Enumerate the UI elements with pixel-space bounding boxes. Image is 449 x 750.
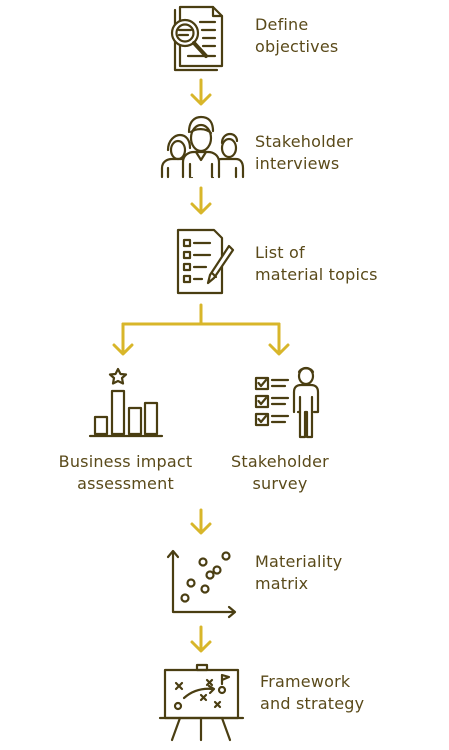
- step-label-framework-and-strategy: Framework and strategy: [260, 671, 364, 715]
- step-label-line: matrix: [255, 574, 309, 593]
- bar-chart-star-icon: [88, 367, 164, 438]
- arrow-4: [190, 625, 212, 653]
- step-label-line: interviews: [255, 154, 340, 173]
- step-label-line: Materiality: [255, 552, 343, 571]
- arrow-1: [190, 78, 212, 106]
- people-group-icon: [160, 115, 245, 179]
- step-label-line: Framework: [260, 672, 351, 691]
- branch-arrow: [112, 303, 290, 356]
- step-label-business-impact-assessment: Business impact assessment: [48, 451, 203, 495]
- step-label-line: and strategy: [260, 694, 365, 713]
- step-label-list-of-material-topics: List of material topics: [255, 242, 378, 286]
- step-label-line: assessment: [77, 474, 174, 493]
- arrow-3: [190, 508, 212, 535]
- step-label-line: Stakeholder: [231, 452, 329, 471]
- document-magnifier-icon: [170, 5, 224, 72]
- step-label-stakeholder-interviews: Stakeholder interviews: [255, 131, 353, 175]
- step-label-stakeholder-survey: Stakeholder survey: [220, 451, 340, 495]
- scatter-plot-icon: [166, 549, 237, 619]
- step-label-line: objectives: [255, 37, 339, 56]
- checklist-pencil-icon: [176, 228, 235, 295]
- survey-person-icon: [254, 366, 320, 439]
- step-label-line: Stakeholder: [255, 132, 353, 151]
- step-label-define-objectives: Define objectives: [255, 14, 338, 58]
- strategy-board-icon: [158, 663, 245, 742]
- step-label-line: material topics: [255, 265, 378, 284]
- step-label-line: Define: [255, 15, 309, 34]
- step-label-line: List of: [255, 243, 305, 262]
- step-label-line: survey: [252, 474, 308, 493]
- step-label-materiality-matrix: Materiality matrix: [255, 551, 342, 595]
- arrow-2: [190, 186, 212, 215]
- step-label-line: Business impact: [58, 452, 193, 471]
